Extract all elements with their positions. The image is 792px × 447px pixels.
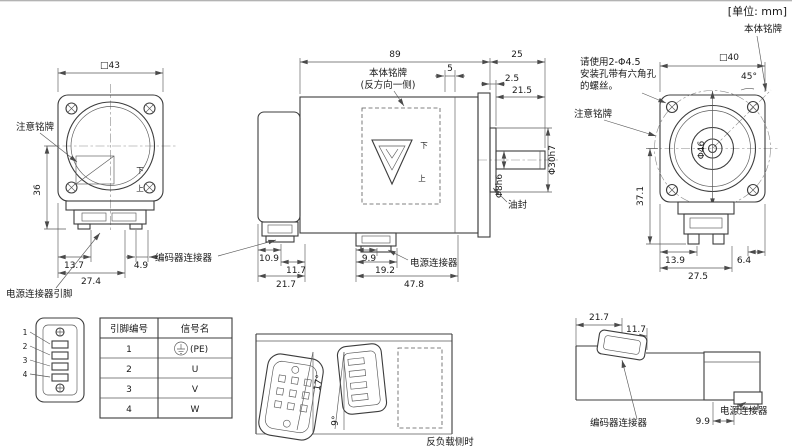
- side-encoder-cap: [257, 111, 301, 223]
- dim-rear-angle-45: 45°: [741, 72, 757, 82]
- dim-reverse-9-9: 9.9: [696, 417, 711, 427]
- side-shaft: [495, 150, 546, 170]
- side-nameplate-label-line1: 本体铭牌: [369, 67, 408, 79]
- reverse-power-connector-label: 电源连接器: [720, 405, 768, 417]
- rear-screw-note-line2: 安装孔带有六角孔: [580, 68, 657, 80]
- rear-screw-note-line1: 请使用2-Φ4.5: [580, 56, 641, 68]
- dim-side-shaft-d8: Φ8h6: [495, 174, 505, 199]
- side-flange: [477, 92, 491, 238]
- dim-rear-width: □40: [719, 53, 739, 63]
- dim-rear-bottom-total: 27.5: [688, 272, 708, 282]
- pin-signal-table: 引脚编号 信号名 1 (PE) 2 U 3 V 4 W: [99, 317, 233, 419]
- front-power-pins-label: 电源连接器引脚: [6, 288, 73, 300]
- table-row-pin: 3: [126, 385, 132, 395]
- dim-side-9-9: 9.9: [362, 254, 377, 264]
- rear-caution-plate-label: 注意铭牌: [574, 108, 613, 120]
- dim-rear-height: 37.1: [636, 186, 646, 206]
- dim-bottom-angle-17: 17°: [313, 374, 326, 391]
- reverse-encoder-connector: [596, 329, 648, 361]
- side-view: 下 上 89 25 5 2.5 21.5 Φ30h7: [155, 50, 560, 290]
- table-header-pin: 引脚编号: [110, 323, 148, 335]
- dim-side-body-length: 89: [389, 50, 401, 60]
- front-view: 下 上 □43 36 13.7 4.9 27.4 注意铭牌: [6, 61, 176, 300]
- connector-pin-number-2: 2: [23, 342, 28, 351]
- dim-side-19-2: 19.2: [375, 266, 395, 276]
- dim-side-47-8: 47.8: [404, 280, 424, 290]
- dim-side-21-5: 21.5: [512, 86, 532, 96]
- connector-pin-number-1: 1: [23, 328, 28, 337]
- side-encoder-connector-label: 编码器连接器: [155, 252, 213, 264]
- dim-side-shaft-length: 25: [511, 50, 522, 60]
- table-row-signal: W: [191, 405, 200, 415]
- dim-rear-bottom-left: 13.9: [665, 256, 685, 266]
- dim-front-bottom-total: 27.4: [81, 277, 101, 287]
- rear-view: Φ46 45° □40 本体铭牌 请使用2-Φ4.5 安装孔带有六角孔 的螺丝。…: [574, 23, 783, 282]
- table-row-signal: U: [192, 365, 199, 375]
- dim-front-width: □43: [100, 61, 120, 71]
- table-row-pin: 4: [126, 405, 132, 415]
- rear-connector: [677, 201, 735, 215]
- reverse-side-view: 21.7 11.7 9.9 编码器连接器 电源连接器: [575, 313, 768, 429]
- side-nameplate-outline: [361, 107, 441, 205]
- side-encoder-connector: [261, 221, 299, 237]
- dim-side-10-9: 10.9: [259, 254, 279, 264]
- reverse-encoder-connector-label: 编码器连接器: [590, 417, 648, 429]
- connector-pin-number-3: 3: [23, 356, 28, 365]
- pin-connector-detail: 1 2 3 4: [23, 317, 85, 403]
- side-mark-up: 上: [418, 174, 426, 183]
- dim-side-11-7: 11.7: [286, 266, 306, 276]
- reverse-power-connector: [733, 391, 763, 405]
- table-row-signal: (PE): [190, 345, 208, 355]
- dim-front-bottom-right: 4.9: [134, 261, 149, 271]
- front-caution-plate: [75, 155, 115, 185]
- reverse-front-housing: [703, 351, 761, 401]
- side-oil-seal-label: 油封: [508, 199, 528, 211]
- front-mark-down: 下: [136, 166, 144, 175]
- unit-label: [单位: mm]: [728, 4, 787, 18]
- dim-rear-bottom-right: 6.4: [737, 256, 752, 266]
- reverse-view-caption: 反负载侧时: [426, 436, 474, 447]
- dim-front-height: 36: [33, 184, 43, 196]
- table-row-pin: 1: [126, 345, 132, 355]
- connector-pin-number-4: 4: [23, 370, 28, 379]
- front-connector-base: [65, 200, 155, 211]
- front-flange-circle: [65, 101, 156, 191]
- bottom-power-connector: [336, 343, 388, 415]
- dim-side-shaft-d30: Φ30h7: [548, 145, 558, 175]
- table-row-signal: V: [192, 385, 199, 395]
- rear-nameplate-label: 本体铭牌: [744, 23, 783, 35]
- front-mark-up: 上: [136, 184, 144, 193]
- side-power-connector-label: 电源连接器: [410, 257, 458, 269]
- protective-earth-icon: [174, 341, 188, 356]
- dim-side-5: 5: [447, 64, 453, 74]
- dim-rear-bolt-circle: Φ46: [697, 140, 707, 159]
- side-mark-down: 下: [420, 141, 428, 150]
- pin-connector-body: [35, 317, 85, 403]
- rear-screw-note-line3: 的螺丝。: [580, 80, 618, 92]
- table-row-pin: 2: [126, 365, 132, 375]
- table-header-signal: 信号名: [181, 323, 210, 335]
- bottom-view: 17° 9°: [255, 333, 453, 441]
- side-nameplate-label-line2: (反方向一侧): [361, 79, 416, 91]
- front-caution-plate-label: 注意铭牌: [16, 121, 55, 133]
- bottom-encoder-connector: [258, 353, 324, 441]
- dim-reverse-11-7: 11.7: [626, 325, 646, 335]
- dim-bottom-angle-9: 9°: [331, 415, 342, 426]
- dim-reverse-21-7: 21.7: [589, 313, 609, 323]
- dim-side-21-7: 21.7: [276, 280, 296, 290]
- dim-side-2-5: 2.5: [505, 74, 519, 84]
